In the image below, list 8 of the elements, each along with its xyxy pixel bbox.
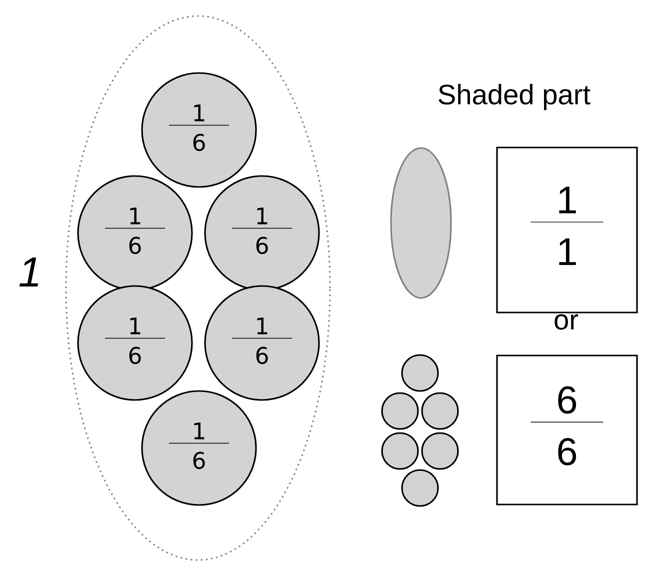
number-label: 1 — [19, 257, 38, 286]
fraction-box: 6 6 — [496, 354, 638, 506]
label: Shaded part — [438, 84, 590, 110]
circle-cluster-drawing — [381, 354, 459, 507]
dotted-ellipse — [65, 15, 331, 561]
fraction-box: 1 1 — [496, 146, 638, 314]
label: or — [554, 314, 578, 330]
shaded-ellipse — [390, 147, 452, 299]
